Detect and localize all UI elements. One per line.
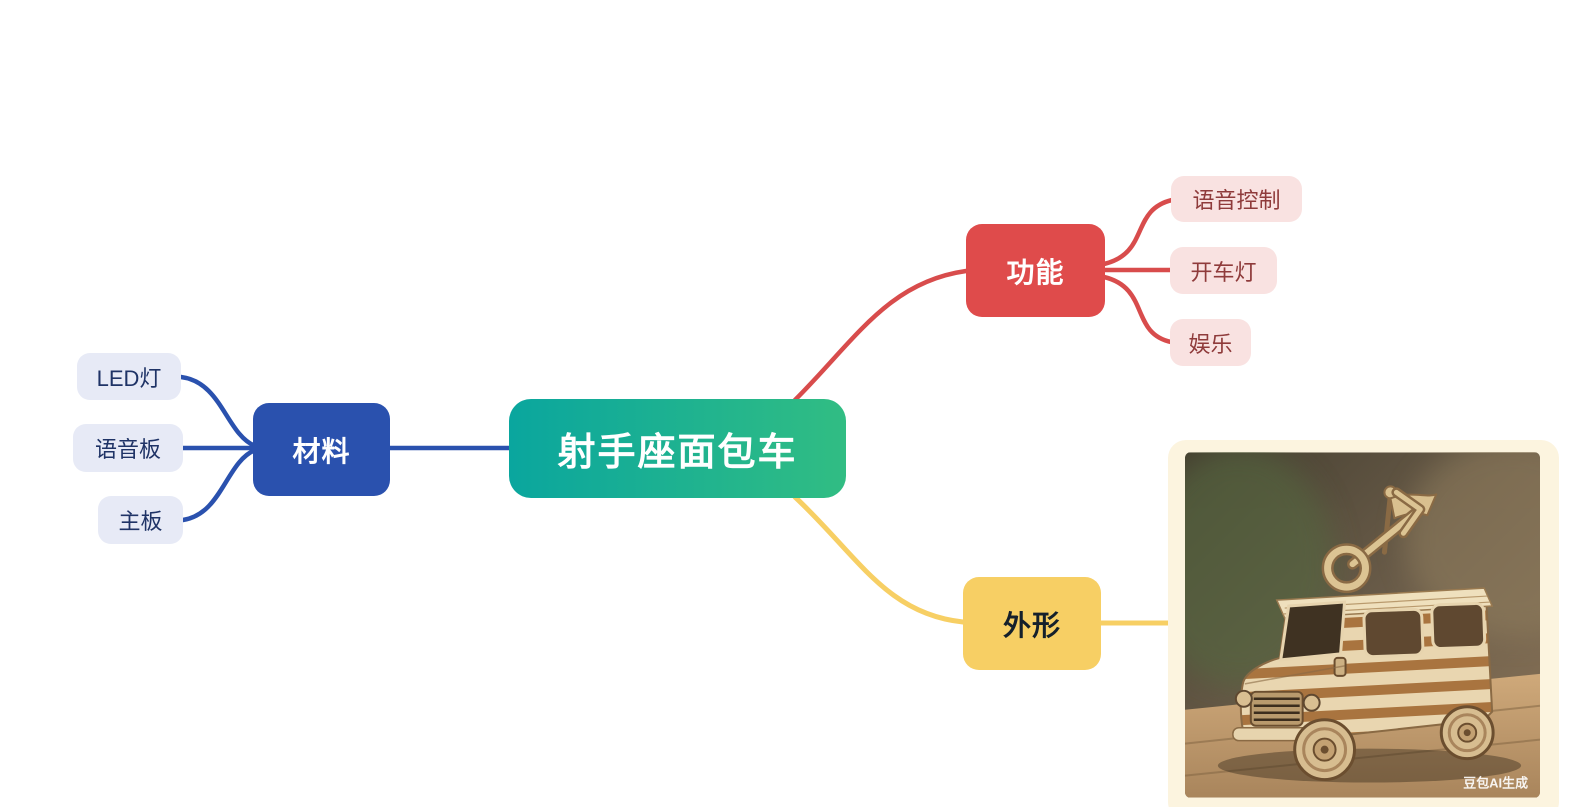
child-mainboard-label: 主板 (118, 509, 163, 534)
appearance-image-card[interactable]: 豆包AI生成 (1168, 440, 1559, 807)
side-window-front (1362, 607, 1425, 659)
child-voiceboard-label: 语音板 (94, 437, 161, 462)
branch-materials-label: 材料 (292, 435, 351, 467)
child-node-entertainment[interactable]: 娱乐 (1170, 319, 1251, 366)
branch-node-appearance[interactable]: 外形 (963, 577, 1101, 670)
branch-node-functions[interactable]: 功能 (966, 224, 1105, 317)
child-voicecontrol-label: 语音控制 (1192, 188, 1281, 213)
connector-led-to-materials (178, 374, 258, 449)
root-node[interactable]: 射手座面包车 (509, 399, 846, 498)
child-node-main-board[interactable]: 主板 (98, 496, 183, 544)
child-node-led-light[interactable]: LED灯 (77, 353, 181, 400)
child-headlights-label: 开车灯 (1190, 259, 1257, 285)
grille-slats (1253, 697, 1300, 721)
van-shadow (1217, 748, 1522, 783)
headlight-right (1302, 693, 1321, 712)
grille (1249, 690, 1304, 727)
wooden-van (1232, 587, 1495, 782)
branch-functions-label: 功能 (1006, 256, 1065, 288)
side-window-rear (1430, 601, 1487, 651)
front-wheel (1293, 718, 1357, 782)
windshield (1278, 600, 1347, 662)
wooden-van-illustration: 豆包AI生成 (1185, 452, 1540, 798)
branch-node-materials[interactable]: 材料 (253, 403, 390, 496)
branch-appearance-label: 外形 (1002, 609, 1061, 641)
sagittarius-emblem (1321, 485, 1438, 594)
connector-mainboard-to-materials (180, 447, 258, 523)
connector-functions-to-entertainment (1101, 274, 1174, 345)
child-node-headlights[interactable]: 开车灯 (1170, 247, 1277, 294)
ai-watermark: 豆包AI生成 (1463, 776, 1528, 791)
connector-root-to-functions (792, 268, 969, 403)
child-node-voice-control[interactable]: 语音控制 (1171, 176, 1302, 222)
root-node-label: 射手座面包车 (557, 432, 798, 474)
connector-root-to-appearance (792, 494, 966, 625)
child-node-voice-board[interactable]: 语音板 (73, 424, 183, 472)
child-entertainment-label: 娱乐 (1188, 331, 1233, 357)
van-photo: 豆包AI生成 (1185, 452, 1540, 798)
headlight-left (1234, 689, 1253, 708)
hood-line (1244, 665, 1345, 685)
child-led-label: LED灯 (96, 365, 162, 391)
rear-wheel (1439, 705, 1495, 761)
connector-functions-to-voicecontrol (1101, 197, 1175, 267)
